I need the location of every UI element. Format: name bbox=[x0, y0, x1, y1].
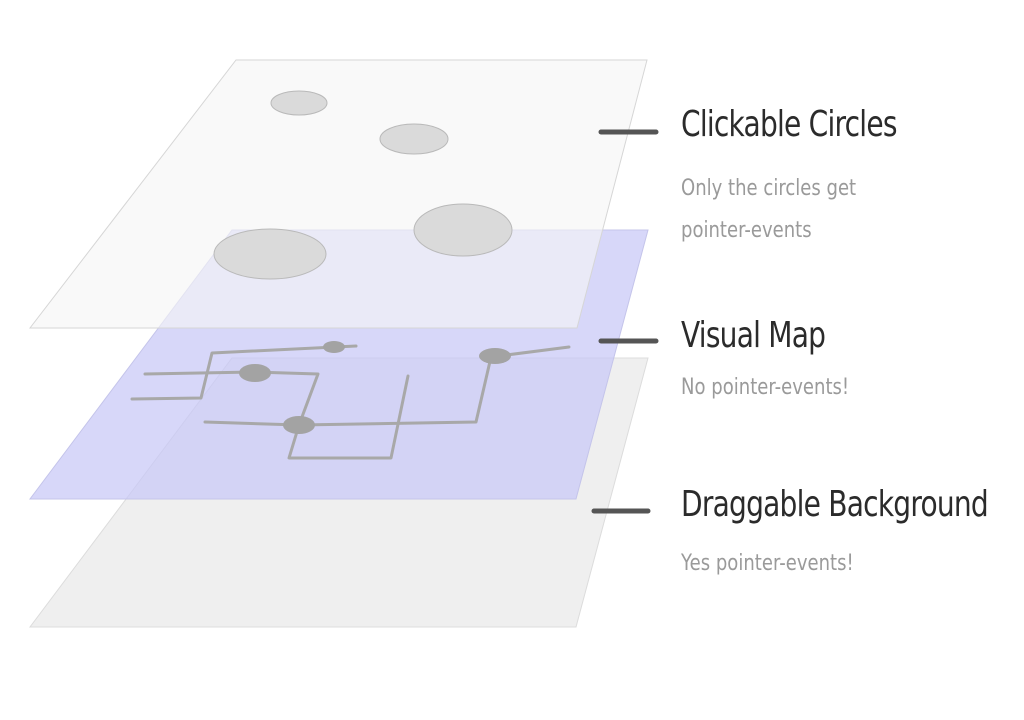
clickable-circle[interactable] bbox=[213, 228, 327, 280]
clickable-circle[interactable] bbox=[270, 90, 328, 116]
label-draggable-background-desc-line-1: Yes pointer-events! bbox=[681, 551, 854, 576]
clickable-circles-layer bbox=[28, 59, 648, 329]
map-route bbox=[287, 374, 410, 460]
label-clickable-circles-title: Clickable Circles bbox=[681, 104, 897, 145]
map-node bbox=[283, 416, 315, 434]
map-route bbox=[130, 344, 358, 401]
map-node bbox=[239, 364, 271, 382]
label-visual-map-desc-line-1: No pointer-events! bbox=[681, 375, 850, 400]
label-clickable-circles-desc-line-1: Only the circles get bbox=[681, 176, 857, 201]
map-node bbox=[323, 341, 345, 353]
clickable-circle[interactable] bbox=[379, 123, 449, 155]
map-nodes bbox=[239, 341, 511, 434]
label-draggable-background-title: Draggable Background bbox=[681, 484, 989, 525]
map-route bbox=[143, 370, 320, 427]
map-route bbox=[203, 345, 571, 427]
clickable-circles-plane bbox=[28, 59, 648, 329]
clickable-circle[interactable] bbox=[413, 203, 513, 257]
label-visual-map-title: Visual Map bbox=[681, 315, 826, 356]
map-routes bbox=[130, 344, 571, 460]
label-clickable-circles-desc-line-2: pointer-events bbox=[681, 218, 812, 243]
map-node bbox=[479, 348, 511, 364]
